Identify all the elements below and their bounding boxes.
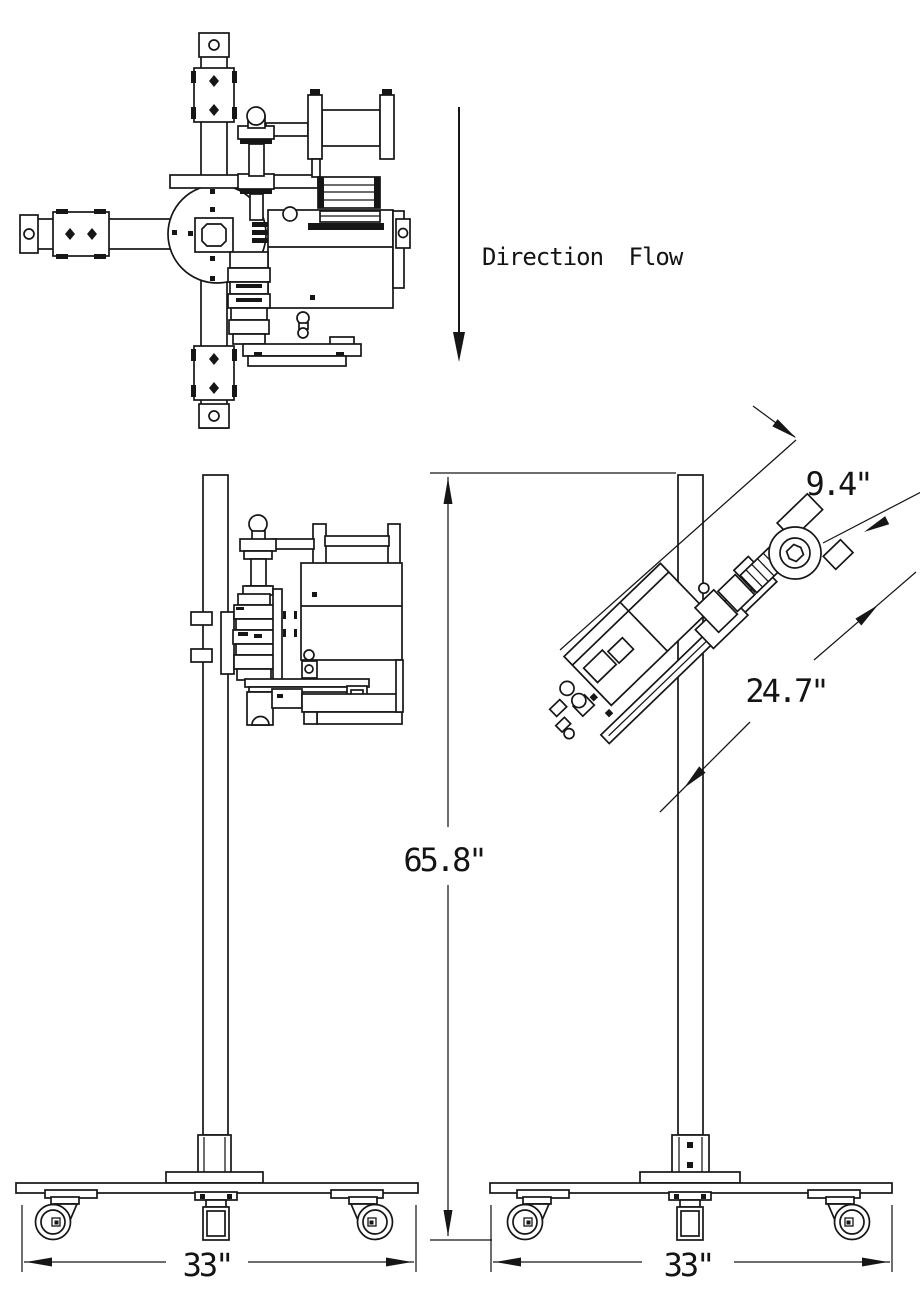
label-head-body-front [300,562,403,661]
label-stack-top [308,176,384,230]
stand-pole-front [202,474,229,1136]
front-view-drawing [15,474,419,1241]
dimension-base-width-front: 33" [21,1205,417,1284]
pole-socket-front [197,1134,232,1174]
direction-flow-annotation: Direction Flow [453,107,685,362]
applicator-machine-front [232,514,404,726]
dimension-head-length: 24.7" [659,571,917,813]
dim-arrow-up-icon [443,478,453,504]
dim-24-7-label: 24.7" [745,672,826,710]
swivel-caster-front-left [34,1189,98,1241]
swivel-caster-side-right [807,1189,871,1241]
applicator-machine-top [169,89,411,367]
stand-pole-side [677,474,704,1136]
hub-octagon [201,223,227,247]
rewind-mandrel-top [246,106,266,126]
side-view-drawing [489,474,893,1241]
dim-arrow-left-icon [26,1257,52,1267]
dimension-head-offset: 9.4" [559,405,920,651]
applicator-head-side [548,492,855,745]
top-view-drawing [19,32,411,429]
dimension-overall-height: 65.8" [403,472,676,1241]
fixed-caster-side-center [668,1191,712,1241]
dim-arrow-right-icon [386,1257,412,1267]
dim-arrow-right-icon [862,1257,888,1267]
base-assembly-front [15,1134,419,1241]
direction-flow-label: Direction Flow [482,243,684,271]
dim-arrow-icon [861,516,890,537]
swivel-caster-front-right [330,1189,394,1241]
down-arrow-icon [453,332,465,362]
dimension-base-width-side: 33" [490,1205,893,1284]
dim-9-4-label: 9.4" [805,465,870,503]
dim-arrow-icon [772,419,799,442]
swivel-caster-side-left [506,1189,570,1241]
dim-33-side-label: 33" [664,1246,713,1284]
dim-arrow-left-icon [495,1257,521,1267]
dim-33-front-label: 33" [183,1246,232,1284]
peel-roller-side [768,526,822,580]
dim-65-8-label: 65.8" [403,841,484,879]
unwind-spool-top [307,89,395,178]
fixed-caster-front-center [194,1191,238,1241]
base-assembly-side [489,1134,893,1241]
applicator-stack-front [232,585,277,681]
dim-arrow-down-icon [443,1210,453,1236]
